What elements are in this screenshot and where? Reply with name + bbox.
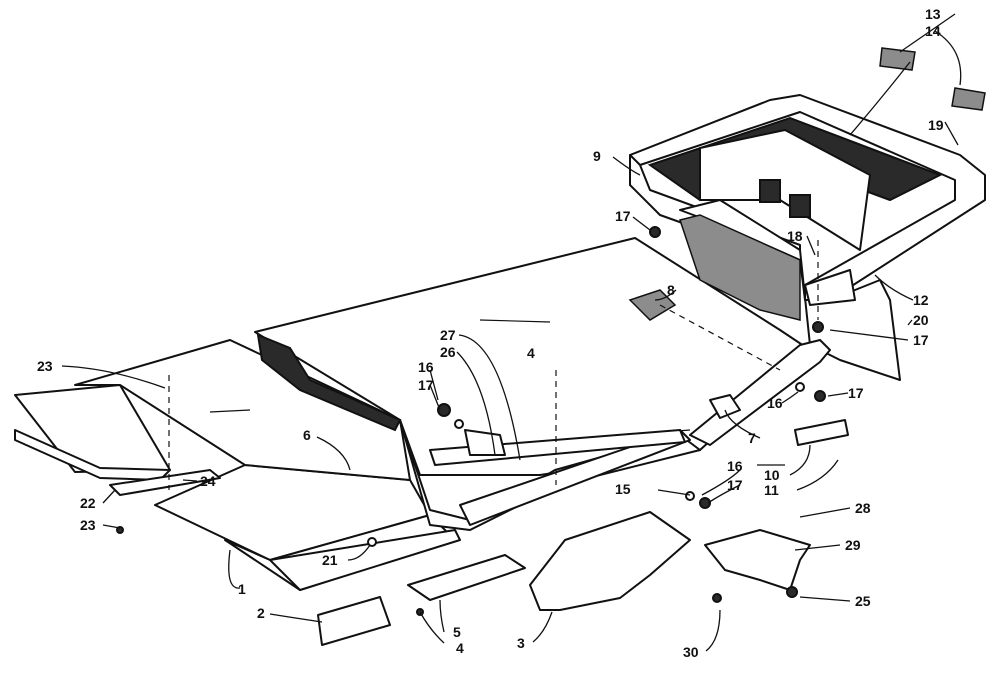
callout-5: 5 [453,624,461,640]
callout-17d: 17 [615,208,631,224]
callout-15: 15 [615,481,631,497]
callout-24: 24 [200,473,216,489]
callout-17b: 17 [848,385,864,401]
callout-25: 25 [855,593,871,609]
callout-9: 9 [593,148,601,164]
callout-14: 14 [925,23,941,39]
callout-10: 10 [764,467,780,483]
decal-14 [951,87,986,111]
callout-21: 21 [322,552,338,568]
callout-29: 29 [845,537,861,553]
callout-27: 27 [440,327,456,343]
callout-3: 3 [517,635,525,651]
callout-8: 8 [667,282,675,298]
strip-22 [109,469,221,496]
callout-30: 30 [683,644,699,660]
callout-16b: 16 [767,395,783,411]
bracket-3 [529,511,691,611]
callout-23a: 23 [37,358,53,374]
callout-17a: 17 [418,377,434,393]
decal-13 [879,47,916,71]
callout-12: 12 [913,292,929,308]
callout-4a: 4 [456,640,464,656]
callout-22: 22 [80,495,96,511]
left-running-board [14,384,461,591]
axle-tube [429,339,831,466]
callout-17e: 17 [913,332,929,348]
alignment-lines [168,240,819,490]
callout-19: 19 [928,117,944,133]
callout-26: 26 [440,344,456,360]
tunnel-body [74,237,811,531]
leader-lines [61,13,962,652]
hinge-plate-10 [794,419,849,446]
callout-6: 6 [303,427,311,443]
callout-1: 1 [238,581,246,597]
callout-4b: 4 [527,345,535,361]
callout-16c: 16 [727,458,743,474]
step-plate-5 [407,554,526,601]
callout-13: 13 [925,6,941,22]
callout-28: 28 [855,500,871,516]
callout-17c: 17 [727,477,743,493]
callout-18: 18 [787,228,803,244]
reflector-plate-2 [317,596,391,646]
step-bracket-29 [704,529,811,591]
callout-11: 11 [764,482,779,498]
callout-20: 20 [913,312,929,328]
callout-labels: 1 2 3 4 4 5 6 7 8 9 10 11 12 13 14 15 16… [37,6,944,660]
callout-23b: 23 [80,517,96,533]
rear-bumper-assembly [629,94,986,381]
callout-7: 7 [748,430,756,446]
callout-2: 2 [257,605,265,621]
callout-16a: 16 [418,359,434,375]
